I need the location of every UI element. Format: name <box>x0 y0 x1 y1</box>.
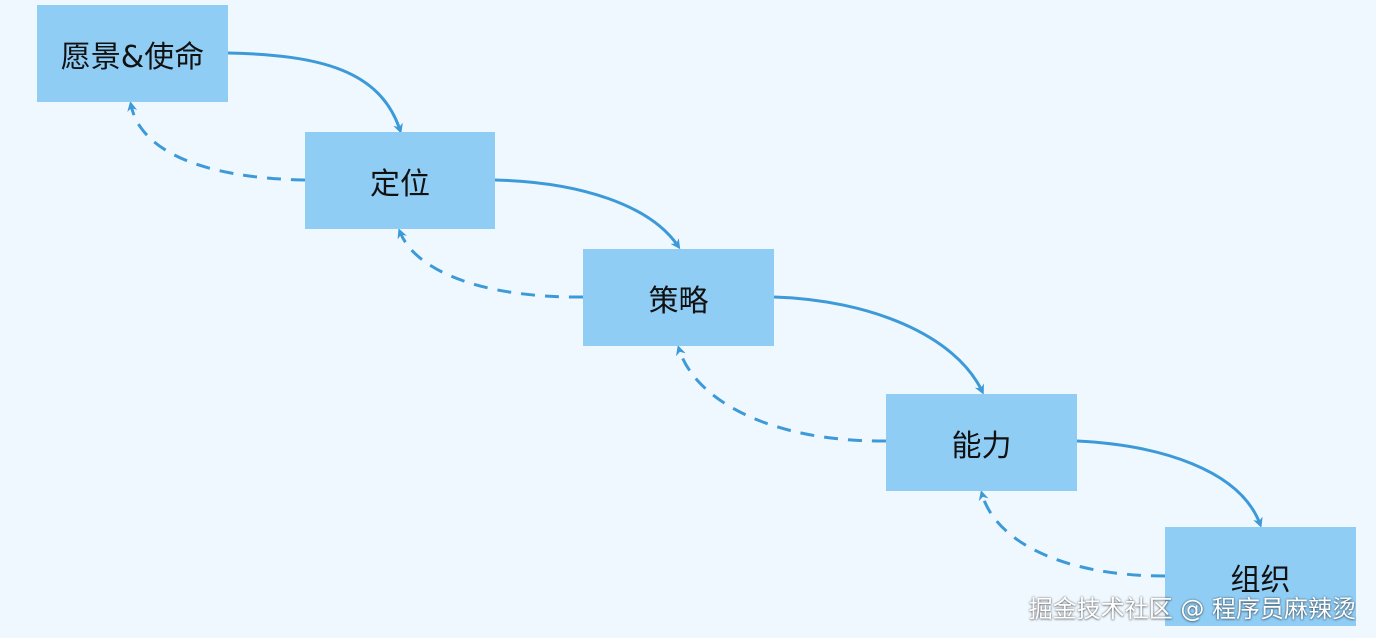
edge-position-to-vision <box>127 101 306 182</box>
node-label: 能力 <box>951 428 1012 464</box>
edge-position-to-strategy <box>494 178 681 250</box>
node-strategy: 策略 <box>583 249 774 346</box>
node-organization: 组织 <box>1165 527 1356 626</box>
edge-vision-to-position <box>227 51 403 134</box>
edge-capacity-to-org <box>1076 439 1263 528</box>
node-label: 组织 <box>1230 562 1291 598</box>
edge-capacity-to-strategy <box>676 345 887 443</box>
edge-strategy-to-capacity <box>773 295 984 395</box>
node-positioning: 定位 <box>305 132 495 229</box>
node-vision-mission: 愿景&使命 <box>37 5 228 102</box>
edge-strategy-to-position <box>397 228 584 299</box>
edge-org-to-capacity <box>978 490 1166 578</box>
watermark: 掘金技术社区 @ 程序员麻辣烫 <box>1028 595 1356 623</box>
node-label: 策略 <box>648 283 709 319</box>
node-capability: 能力 <box>886 394 1077 491</box>
node-label: 定位 <box>370 166 430 202</box>
node-label: 愿景&使命 <box>60 39 205 75</box>
